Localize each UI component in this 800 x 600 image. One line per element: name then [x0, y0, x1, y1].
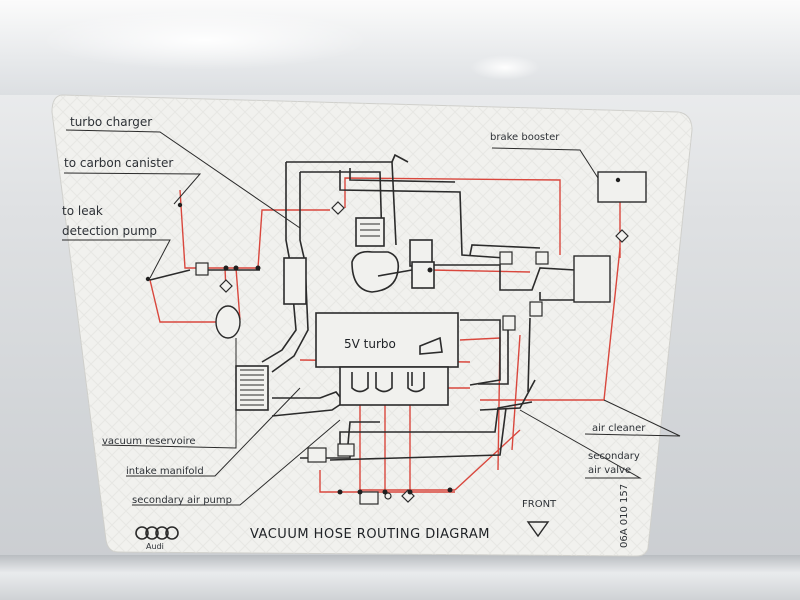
black-vacuum-hoses: [149, 168, 576, 461]
intercooler: [235, 365, 269, 411]
light-glare: [470, 55, 540, 80]
leak-detection-label-line2: detection pump: [62, 224, 158, 238]
leak-detection-label-line1: to leak: [62, 204, 103, 218]
diagram-title: VACUUM HOSE ROUTING DIAGRAM: [250, 527, 490, 542]
hose-connectors: [195, 201, 629, 505]
front-arrow-icon: [526, 521, 550, 538]
junction-dots: [145, 177, 621, 495]
secondary-air-valve-label-line2: air valve: [588, 465, 632, 476]
audi-brand-label: Audi: [146, 542, 164, 551]
air-cleaner: [573, 255, 611, 303]
intake-manifold-label: intake manifold: [126, 466, 204, 477]
secondary-air-valve-label-line1: secondary: [588, 451, 640, 462]
engine-block: [315, 312, 459, 406]
turbo-piping: [261, 153, 409, 417]
turbo-charger-label: turbo charger: [70, 115, 153, 129]
audi-rings-logo: [135, 526, 179, 540]
brake-booster-label: brake booster: [490, 132, 560, 143]
brake-booster: [597, 171, 647, 203]
hood-lower-edge: [0, 555, 800, 600]
part-number: 06A 010 157: [619, 483, 630, 548]
vacuum-reservoir: [215, 305, 241, 339]
light-glare: [40, 10, 370, 70]
front-label: FRONT: [522, 499, 557, 510]
engine-label: 5V turbo: [344, 337, 396, 351]
air-cleaner-label: air cleaner: [592, 423, 646, 434]
secondary-air-pump-label: secondary air pump: [132, 495, 232, 506]
vacuum-reservoire-label: vacuum reservoire: [102, 436, 196, 447]
carbon-canister-label: to carbon canister: [64, 156, 174, 170]
label-leader-lines: [62, 129, 681, 506]
